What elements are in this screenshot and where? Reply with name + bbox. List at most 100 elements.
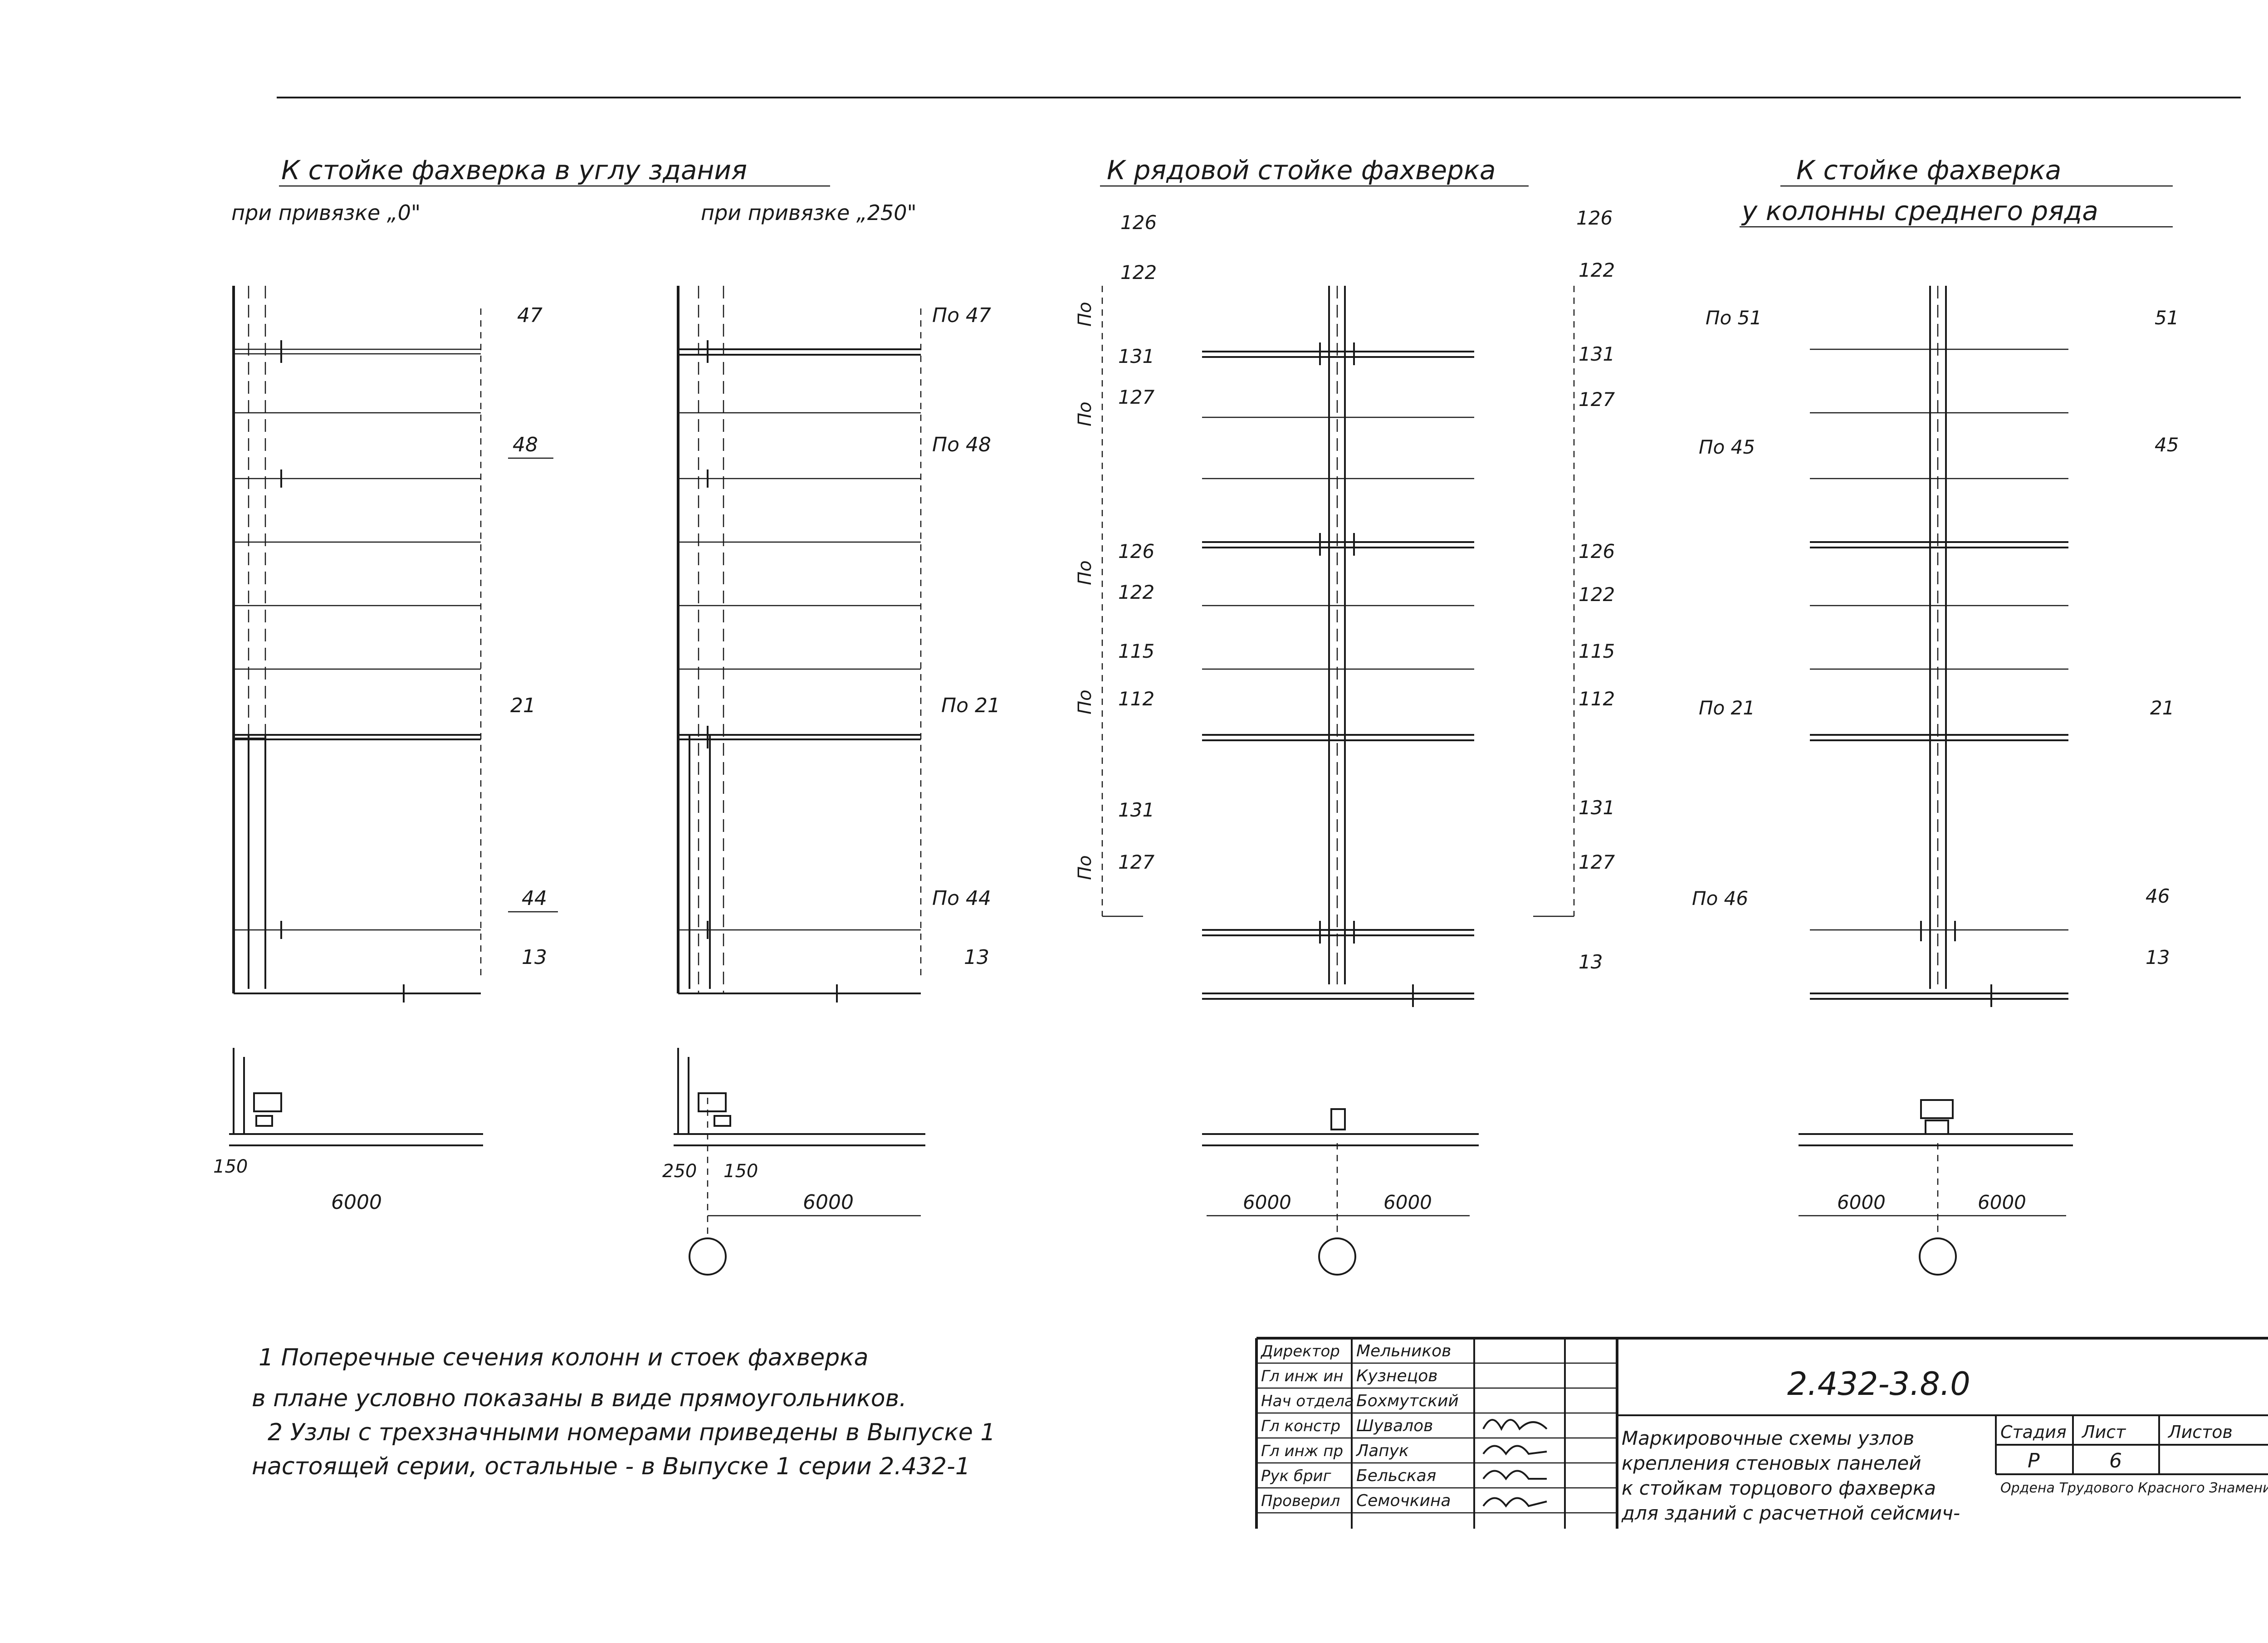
node-label-left: По 46 bbox=[1692, 887, 1748, 910]
notes: 1 Поперечные сечения колонн и стоек фахв… bbox=[252, 1344, 996, 1480]
axis-marker bbox=[1919, 1237, 1957, 1276]
tb-role: Гл инж пр bbox=[1261, 1442, 1343, 1460]
node-label: 21 bbox=[510, 694, 536, 717]
node-label-right: 122 bbox=[1579, 583, 1615, 606]
title-middle-2: у колонны среднего ряда bbox=[1741, 196, 2098, 226]
subtitle-corner-0: при привязке „0" bbox=[231, 200, 420, 225]
node-label-right: 115 bbox=[1579, 640, 1615, 662]
dim-left: 6000 bbox=[1243, 1191, 1291, 1213]
node-label: По 21 bbox=[941, 694, 1000, 717]
node-label-left: По 51 bbox=[1706, 307, 1762, 329]
tb-name: Мельников bbox=[1356, 1342, 1451, 1360]
tb-role: Гл констр bbox=[1261, 1417, 1340, 1435]
node-label: 48 bbox=[513, 433, 538, 456]
node-label-right: 112 bbox=[1579, 688, 1615, 710]
plan-section bbox=[698, 1092, 727, 1112]
tb-name: Шувалов bbox=[1356, 1417, 1433, 1435]
tb-stage-header: Стадия bbox=[2000, 1422, 2067, 1442]
tb-name: Бельская bbox=[1356, 1467, 1436, 1485]
dim-6000: 6000 bbox=[331, 1191, 382, 1214]
node-label-right: 131 bbox=[1579, 343, 1615, 365]
axis-marker bbox=[1318, 1237, 1356, 1276]
dim-left: 6000 bbox=[1837, 1191, 1886, 1213]
tb-role: Нач отдела bbox=[1261, 1392, 1354, 1410]
dim-right: 6000 bbox=[1978, 1191, 2026, 1213]
tb-sheet-value: 6 bbox=[2109, 1449, 2122, 1472]
plan-section bbox=[714, 1115, 731, 1127]
node-label-right: 126 bbox=[1579, 540, 1615, 562]
title-block: Директор Гл инж ин Нач отдела Гл констр … bbox=[1255, 1337, 2268, 1529]
signature bbox=[1482, 1445, 1547, 1456]
tb-role: Рук бриг bbox=[1261, 1467, 1332, 1485]
node-label: По 47 bbox=[932, 304, 991, 327]
node-label-right: 21 bbox=[2150, 697, 2174, 719]
scheme-regular-post: 126 126 122 131 127 126 122 115 112 131 … bbox=[1075, 207, 1615, 1276]
signature bbox=[1482, 1470, 1547, 1481]
node-label-left: 112 bbox=[1118, 688, 1154, 710]
node-label: 44 bbox=[522, 887, 547, 910]
tb-sheet-header: Лист bbox=[2081, 1422, 2126, 1442]
note-line-3: 2 Узлы с трехзначными номерами приведены… bbox=[268, 1419, 996, 1446]
node-label-left: 131 bbox=[1118, 345, 1154, 367]
node-label-right: 45 bbox=[2155, 434, 2179, 456]
node-label-right: 127 bbox=[1579, 388, 1615, 411]
tb-name: Лапук bbox=[1355, 1442, 1409, 1460]
node-label-left: По 45 bbox=[1699, 436, 1755, 458]
tb-role: Директор bbox=[1260, 1342, 1340, 1360]
node-label: 47 bbox=[517, 304, 543, 327]
tb-sheets-header: Листов bbox=[2167, 1422, 2233, 1442]
signature bbox=[1482, 1419, 1548, 1431]
node-label-left: 115 bbox=[1118, 640, 1154, 662]
dim-150: 150 bbox=[723, 1161, 758, 1182]
po-label: По bbox=[1075, 855, 1095, 880]
node-label-right: 13 bbox=[2146, 946, 2170, 968]
node-label-right: 131 bbox=[1579, 797, 1615, 819]
dim-250: 250 bbox=[662, 1161, 697, 1182]
note-line-4: настоящей серии, остальные - в Выпуске 1… bbox=[252, 1453, 970, 1480]
node-label-right: 13 bbox=[1579, 951, 1603, 973]
tb-role: Гл инж ин bbox=[1261, 1367, 1344, 1385]
tb-description-3: к стойкам торцового фахверка bbox=[1622, 1477, 1936, 1499]
top-label-right: 126 bbox=[1576, 207, 1613, 229]
subtitle-corner-250: при привязке „250" bbox=[701, 200, 917, 225]
node-label-right: 46 bbox=[2146, 885, 2170, 907]
signature bbox=[1482, 1497, 1547, 1508]
tb-description-1: Маркировочные схемы узлов bbox=[1622, 1427, 1914, 1449]
node-label-right: 127 bbox=[1579, 851, 1615, 873]
scheme-middle-row-post: По 51 По 45 По 21 По 46 51 45 21 46 13 6… bbox=[1692, 286, 2179, 1276]
tb-name: Кузнецов bbox=[1356, 1367, 1437, 1385]
dim-6000: 6000 bbox=[803, 1191, 854, 1214]
tb-description-4: для зданий с расчетной сейсмич- bbox=[1621, 1502, 1960, 1524]
tb-stage-value: Р bbox=[2028, 1449, 2040, 1472]
top-label-left: 126 bbox=[1120, 211, 1157, 234]
node-label-left: 126 bbox=[1118, 540, 1154, 562]
title-regular: К рядовой стойке фахверка bbox=[1107, 155, 1496, 186]
plan-section bbox=[1920, 1099, 1954, 1119]
plan-section bbox=[1330, 1108, 1346, 1130]
dim-150: 150 bbox=[213, 1156, 248, 1177]
node-label-left: По 21 bbox=[1699, 697, 1755, 719]
title-corner: К стойке фахверка в углу здания bbox=[281, 155, 747, 186]
node-label: По 48 bbox=[932, 433, 991, 456]
node-label-left: 127 bbox=[1118, 386, 1154, 408]
po-label: По bbox=[1075, 689, 1095, 714]
doc-code: 2.432-3.8.0 bbox=[1787, 1365, 1970, 1403]
plan-section bbox=[1925, 1120, 1949, 1135]
node-label: 13 bbox=[522, 946, 547, 969]
node-label-left: 131 bbox=[1118, 799, 1154, 821]
po-label: По bbox=[1075, 560, 1095, 585]
po-label: По bbox=[1075, 401, 1095, 426]
node-label: 13 bbox=[964, 946, 989, 969]
node-label: По 44 bbox=[932, 887, 991, 910]
tb-name: Бохмутский bbox=[1356, 1392, 1459, 1410]
plan-section bbox=[253, 1092, 282, 1112]
node-label-left: 122 bbox=[1120, 261, 1157, 284]
tb-name: Семочкина bbox=[1356, 1491, 1451, 1510]
tb-description-2: крепления стеновых панелей bbox=[1622, 1452, 1921, 1474]
node-label-right: 122 bbox=[1579, 259, 1615, 281]
node-label-left: 122 bbox=[1118, 581, 1154, 603]
tb-org: Ордена Трудового Красного Знамени bbox=[2000, 1480, 2268, 1496]
scheme-corner-250: По 47 По 48 По 21 По 44 13 250 150 6000 bbox=[662, 286, 1000, 1276]
scheme-corner-0: 47 48 21 44 13 150 6000 bbox=[213, 286, 558, 1214]
